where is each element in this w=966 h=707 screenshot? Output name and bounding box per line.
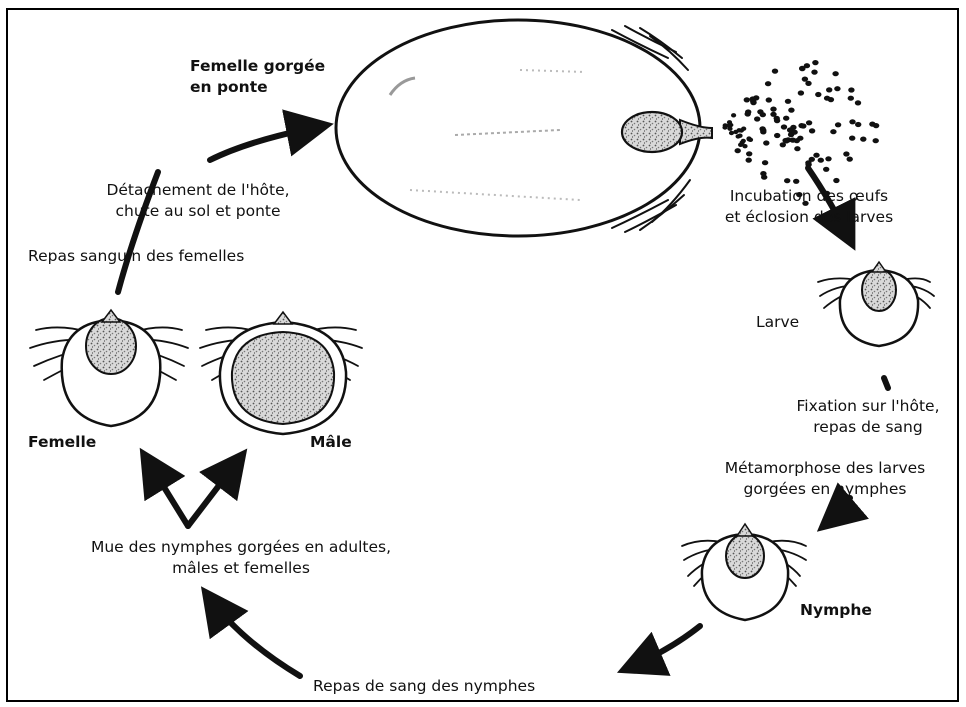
tick-egg: [788, 108, 794, 113]
arrow-moult: [208, 596, 300, 676]
tick-egg: [873, 123, 879, 128]
tick-egg: [812, 60, 818, 65]
tick-egg: [823, 167, 829, 172]
arrow-metamorphosis: [826, 498, 850, 524]
tick-egg: [737, 134, 742, 138]
label-nymph-blood-meal: Repas de sang des nymphes: [313, 676, 535, 697]
tick-egg: [798, 90, 804, 95]
tick-egg: [848, 96, 854, 101]
tick-egg: [802, 77, 808, 82]
engorged-female-tick: [336, 20, 712, 236]
tick-egg: [798, 123, 804, 128]
arrow-segment-larva: [884, 378, 888, 388]
tick-egg: [825, 156, 831, 161]
tick-egg: [770, 107, 776, 112]
adult-male-tick: [200, 312, 362, 434]
tick-egg: [849, 119, 855, 124]
tick-egg: [824, 96, 830, 101]
arrow-detachment: [210, 126, 322, 160]
label-detachment: Détachement de l'hôte, chute au sol et p…: [70, 180, 326, 222]
tick-egg: [727, 120, 732, 124]
tick-egg: [783, 116, 789, 121]
arrow-to-male: [188, 458, 240, 526]
tick-egg: [781, 124, 787, 129]
tick-egg: [832, 71, 838, 76]
tick-egg: [811, 70, 817, 75]
tick-egg: [785, 99, 791, 104]
tick-egg: [855, 100, 861, 105]
tick-egg: [835, 122, 841, 127]
tick-egg: [834, 86, 840, 91]
label-metamorphosis: Métamorphose des larves gorgées en nymph…: [694, 458, 956, 500]
label-incubation: Incubation des œufs et éclosion des larv…: [686, 186, 932, 228]
tick-egg: [750, 96, 756, 101]
tick-egg: [818, 158, 824, 163]
tick-egg: [782, 138, 788, 143]
tick-egg: [744, 97, 750, 102]
tick-egg: [754, 116, 760, 121]
tick-egg: [873, 138, 879, 143]
tick-egg: [830, 129, 836, 134]
label-female-blood-meal: Repas sanguin des femelles: [28, 246, 244, 267]
tick-egg: [731, 113, 736, 117]
tick-egg: [815, 92, 821, 97]
tick-egg: [746, 151, 752, 156]
label-fixation: Fixation sur l'hôte, repas de sang: [770, 396, 966, 438]
larva-tick: [818, 262, 934, 346]
label-engorged-female: Femelle gorgée en ponte: [190, 56, 325, 98]
tick-egg: [806, 120, 812, 125]
tick-egg: [860, 137, 866, 142]
tick-egg: [745, 111, 751, 116]
tick-egg: [766, 97, 772, 102]
tick-egg: [826, 87, 832, 92]
tick-egg: [813, 153, 819, 158]
arrow-to-female: [146, 458, 188, 526]
tick-egg: [849, 136, 855, 141]
label-male: Mâle: [310, 432, 352, 453]
tick-egg: [762, 160, 768, 165]
tick-egg: [809, 157, 815, 162]
tick-egg: [791, 130, 797, 135]
tick-egg: [735, 148, 741, 153]
tick-egg: [794, 138, 800, 143]
tick-egg: [727, 127, 732, 131]
tick-egg: [848, 87, 854, 92]
tick-egg: [737, 128, 742, 132]
tick-egg: [760, 128, 766, 133]
tick-egg: [855, 122, 861, 127]
tick-egg: [763, 140, 769, 145]
tick-egg: [774, 133, 780, 138]
tick-egg: [793, 179, 799, 184]
tick-egg: [760, 171, 766, 176]
tick-egg: [748, 138, 753, 142]
label-moult: Mue des nymphes gorgées en adultes, mâle…: [40, 537, 442, 579]
arrow-nymph-meal: [628, 626, 700, 668]
label-nymph: Nymphe: [800, 600, 872, 621]
tick-egg: [843, 151, 849, 156]
tick-egg: [770, 112, 776, 117]
nymph-tick: [682, 524, 806, 620]
tick-egg: [757, 109, 763, 114]
label-female: Femelle: [28, 432, 96, 453]
label-larva: Larve: [756, 312, 799, 333]
tick-egg: [746, 158, 752, 163]
tick-egg: [847, 157, 853, 162]
tick-egg: [799, 66, 805, 71]
tick-egg: [722, 125, 727, 129]
tick-egg: [742, 144, 747, 148]
tick-egg: [794, 146, 800, 151]
tick-egg: [833, 178, 839, 183]
tick-eggs-cluster: [722, 60, 879, 206]
adult-female-tick: [30, 310, 188, 426]
tick-egg: [805, 81, 811, 86]
tick-egg: [784, 178, 790, 183]
tick-egg: [765, 81, 771, 86]
tick-egg: [741, 127, 746, 131]
tick-egg: [772, 69, 778, 74]
tick-egg: [809, 128, 815, 133]
